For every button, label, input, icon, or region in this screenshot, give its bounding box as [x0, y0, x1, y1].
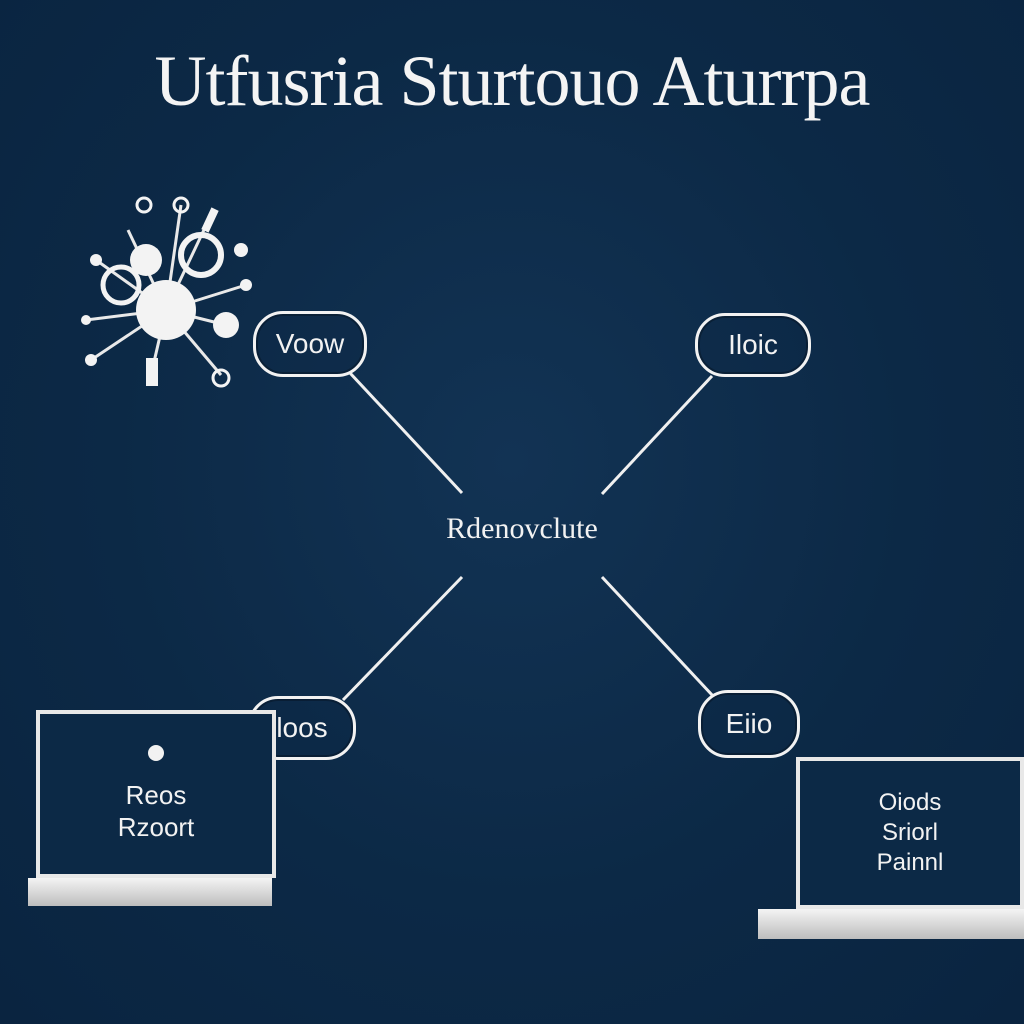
laptop-right-screen: Oiods Sriorl Painnl	[796, 757, 1024, 909]
connector-bottom-left	[341, 575, 464, 702]
camera-dot-icon	[148, 744, 164, 761]
laptop-left-line-2: Rzoort	[117, 812, 195, 842]
node-top-right: Iloic	[695, 313, 811, 377]
laptop-left-line-1: Reos	[125, 779, 187, 810]
diagram-title: Utfusria Sturtouo Aturrpa	[154, 41, 871, 121]
node-bottom-right: Eiio	[698, 690, 800, 758]
network-cluster-icon	[81, 196, 252, 388]
laptop-right: Oiods Sriorl Painnl	[758, 757, 1024, 943]
laptop-right-line-3: Painnl	[876, 849, 944, 876]
laptop-right-line-2: Sriorl	[881, 819, 938, 846]
laptop-right-line-1: Oiods	[878, 789, 942, 816]
laptop-left-screen: Reos Rzoort	[36, 710, 276, 878]
laptop-right-base	[758, 909, 1024, 939]
center-label: Rdenovclute	[446, 512, 598, 545]
node-top-left: Voow	[253, 311, 367, 377]
laptop-left: Reos Rzoort	[28, 710, 276, 910]
connector-bottom-right	[600, 575, 715, 698]
laptop-left-base	[28, 878, 272, 906]
connector-top-right	[600, 374, 714, 496]
connector-top-left	[348, 371, 464, 495]
